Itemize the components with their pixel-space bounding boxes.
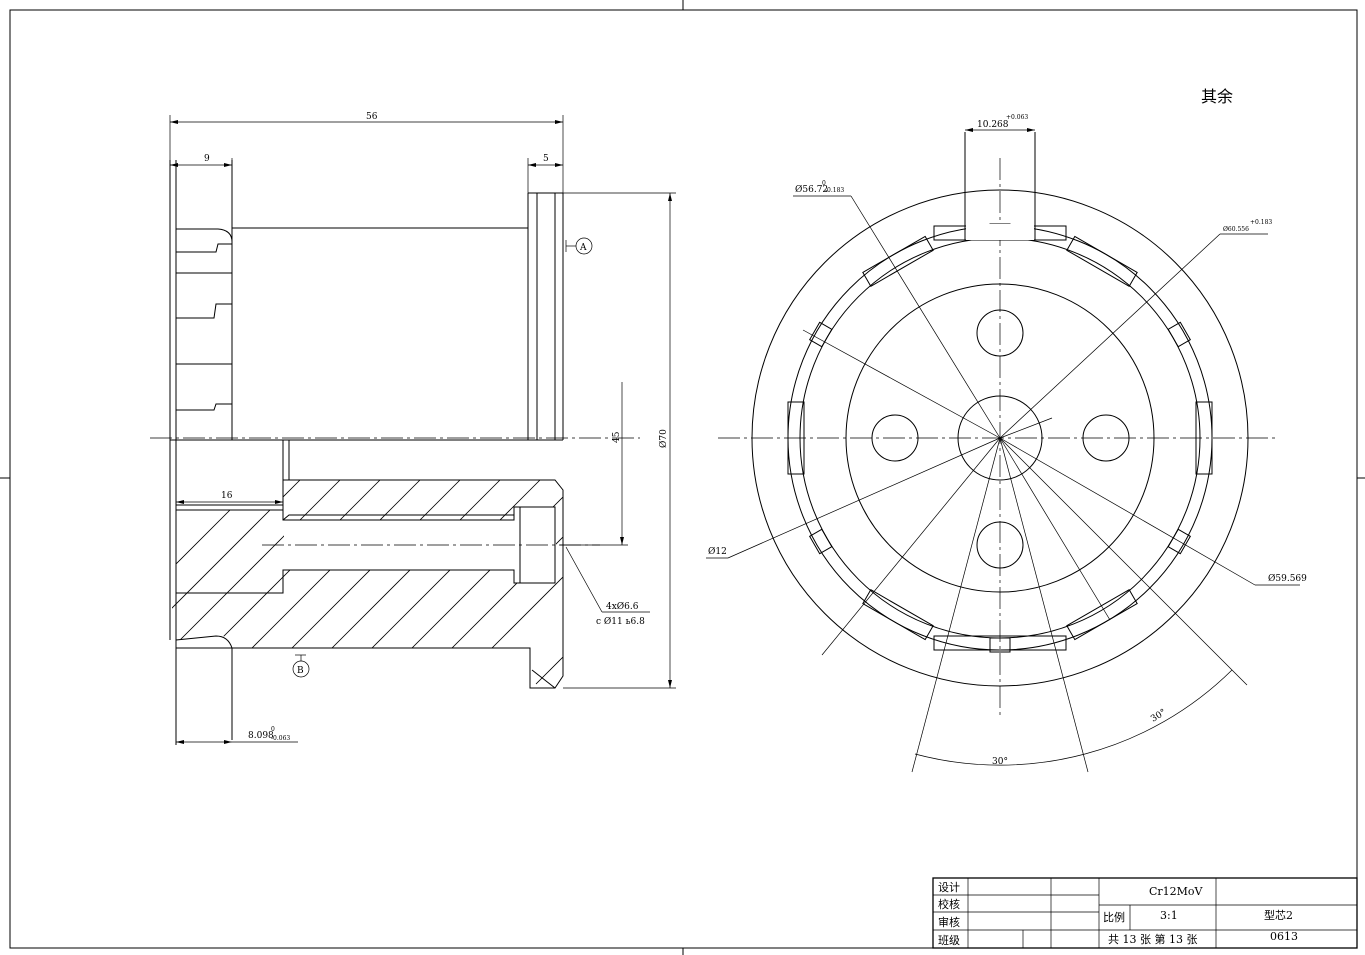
- svg-text:4xØ6.6: 4xØ6.6: [606, 601, 639, 612]
- svg-text:+0.063: +0.063: [1006, 114, 1028, 121]
- drawing-number: 0613: [1270, 930, 1298, 943]
- svg-text:45: 45: [612, 431, 622, 443]
- hole-callout: 4xØ6.6 c Ø11 ь6.8: [565, 546, 650, 627]
- svg-text:Ø60.556: Ø60.556: [1223, 226, 1249, 233]
- svg-text:8.098: 8.098: [248, 731, 274, 741]
- dimension-9: 9: [170, 154, 233, 170]
- front-view: 10.268 +0.063: [706, 114, 1307, 773]
- svg-text:-0.063: -0.063: [271, 735, 290, 742]
- dimension-56: 56: [169, 112, 564, 193]
- svg-text:c Ø11 ь6.8: c Ø11 ь6.8: [596, 616, 645, 627]
- svg-text:30°: 30°: [1149, 708, 1168, 725]
- svg-text:10.268: 10.268: [977, 120, 1009, 130]
- svg-text:0: 0: [271, 726, 275, 733]
- scale-value: 3:1: [1160, 909, 1178, 922]
- label-review: 审核: [938, 915, 960, 929]
- section-hatching: [172, 480, 563, 688]
- title-block: 设计 校核 审核 班级 Cr12MoV 比例 3:1 共 13 张 第 13 张…: [932, 877, 1358, 949]
- dimension-16: 16: [176, 491, 283, 504]
- sheets: 共 13 张 第 13 张: [1108, 932, 1197, 946]
- dimension-groove: 8.098 0 -0.063: [176, 726, 298, 744]
- roughness-note: 其余: [1201, 87, 1233, 106]
- dimension-5: 5: [527, 154, 563, 193]
- scale-label: 比例: [1103, 910, 1125, 924]
- svg-text:9: 9: [204, 154, 210, 164]
- dimension-dia70: Ø70: [563, 192, 676, 689]
- svg-text:30°: 30°: [992, 757, 1008, 767]
- svg-text:Ø70: Ø70: [658, 429, 669, 448]
- svg-text:56: 56: [366, 112, 378, 122]
- dimension-45: 45: [560, 382, 628, 546]
- label-class: 班级: [938, 934, 960, 947]
- svg-text:Ø12: Ø12: [708, 546, 727, 557]
- datum-a: A: [565, 237, 593, 255]
- svg-text:Ø59.569: Ø59.569: [1268, 573, 1307, 584]
- svg-text:A: A: [579, 243, 587, 253]
- spline-teeth: [787, 223, 1213, 653]
- svg-text:B: B: [297, 666, 304, 676]
- label-design: 设计: [938, 881, 960, 894]
- label-check: 校核: [938, 897, 960, 911]
- material: Cr12MoV: [1149, 885, 1204, 898]
- datum-b: B: [292, 654, 310, 678]
- svg-text:5: 5: [543, 154, 549, 164]
- svg-text:Ø56.72: Ø56.72: [795, 184, 828, 195]
- svg-text:0: 0: [822, 180, 826, 187]
- svg-text:+0.183: +0.183: [1250, 219, 1272, 226]
- svg-text:-0.183: -0.183: [825, 187, 844, 194]
- part-name: 型芯2: [1264, 908, 1293, 922]
- side-view: 56 9 5 16 45 Ø7: [150, 112, 676, 745]
- svg-text:16: 16: [221, 491, 233, 501]
